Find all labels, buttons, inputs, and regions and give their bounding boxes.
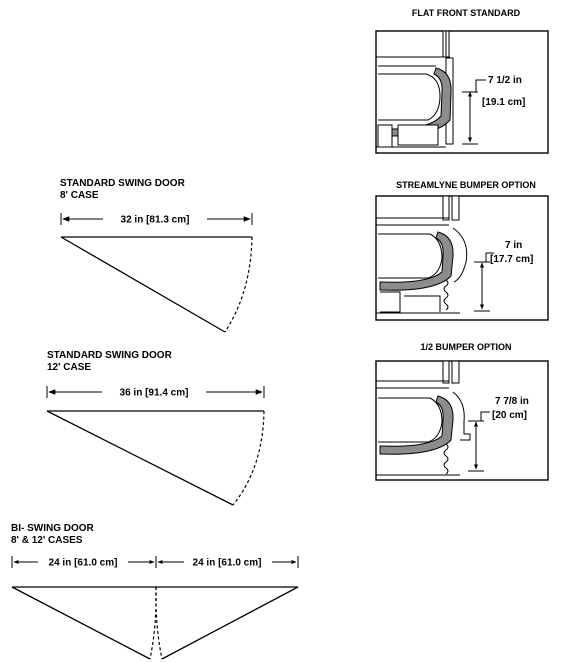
flat-front-group: FLAT FRONT STANDARD 7 1/2 in [19.1 cm] (375, 8, 549, 154)
swing-door-8ft-dimension: 32 in [81.3 cm] (121, 215, 190, 226)
spring-coil (443, 279, 449, 311)
right-door-open-line (161, 586, 299, 660)
door-swing-arc (224, 236, 253, 333)
left-door-swing-arc (149, 586, 157, 660)
swing-door-12ft-title: STANDARD SWING DOOR (47, 350, 173, 361)
bumper-profile (379, 395, 454, 455)
door-glass (442, 195, 450, 221)
bi-swing-door-cases: 8' & 12' CASES (11, 535, 83, 546)
streamlyne-dim-cm: [17.7 cm] (490, 254, 533, 265)
case-inner-lines (378, 397, 443, 443)
bi-swing-door-title: BI- SWING DOOR (11, 523, 95, 534)
base-kick (397, 124, 439, 146)
flat-front-dim-in: 7 1/2 in (488, 75, 522, 86)
bumper-profile (379, 231, 454, 291)
case-inner-lines (378, 65, 441, 121)
front-frame-strip (451, 195, 460, 221)
streamlyne-bumper (452, 227, 468, 283)
swing-door-8ft-title: STANDARD SWING DOOR (60, 178, 186, 189)
half-bumper (452, 391, 471, 441)
door-open-line (46, 410, 234, 506)
swing-door-8ft-group: STANDARD SWING DOOR 8' CASE 32 in [81.3 … (60, 178, 253, 333)
spring-coil (443, 443, 449, 475)
bi-swing-left-dimension: 24 in [61.0 cm] (49, 558, 118, 569)
flat-front-dim-cm: [19.1 cm] (482, 97, 525, 108)
streamlyne-frame (375, 195, 549, 321)
half-bumper-dim-cm: [20 cm] (492, 410, 527, 421)
streamlyne-title: STREAMLYNE BUMPER OPTION (396, 180, 536, 190)
bi-swing-door-group: BI- SWING DOOR 8' & 12' CASES 24 in [61.… (11, 523, 299, 660)
swing-door-12ft-case: 12' CASE (47, 362, 91, 373)
front-frame-strip (451, 360, 460, 384)
swing-door-12ft-dimension: 36 in [91.4 cm] (120, 388, 189, 399)
right-door-swing-arc (155, 586, 163, 660)
base-outline (380, 291, 441, 313)
door-swing-arc (232, 410, 265, 506)
door-glass (442, 360, 450, 384)
swing-door-12ft-group: STANDARD SWING DOOR 12' CASE 36 in [91.4… (46, 350, 265, 506)
door-open-line (60, 236, 226, 333)
bi-swing-right-dimension: 24 in [61.0 cm] (193, 558, 262, 569)
swing-door-8ft-case: 8' CASE (60, 190, 99, 201)
dim-leader (480, 411, 490, 421)
dim-leader (475, 79, 486, 92)
half-bumper-dim-in: 7 7/8 in (495, 396, 529, 407)
half-bumper-group: 1/2 BUMPER OPTION 7 7/8 in [20 cm] (375, 342, 549, 481)
streamlyne-dim-in: 7 in (505, 240, 522, 251)
flat-front-title: FLAT FRONT STANDARD (412, 8, 521, 18)
left-door-open-line (11, 586, 151, 660)
streamlyne-group: STREAMLYNE BUMPER OPTION 7 in [17.7 cm] (375, 180, 549, 321)
half-bumper-title: 1/2 BUMPER OPTION (420, 342, 511, 352)
case-inner-lines (378, 233, 443, 279)
base-foot (377, 124, 393, 148)
dim-leader (485, 252, 494, 262)
